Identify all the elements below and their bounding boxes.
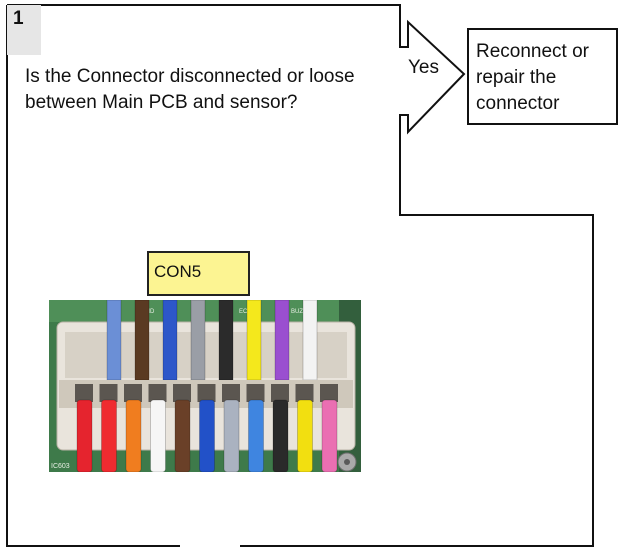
connector-slots [75, 384, 338, 402]
connector-slot [295, 384, 314, 402]
connector-slot [148, 384, 167, 402]
bottom-wire [199, 399, 215, 472]
top-wire [134, 300, 150, 381]
action-text: Reconnect or repair the connector [476, 41, 590, 114]
bottom-wire [223, 399, 240, 472]
connector-slot [75, 384, 93, 402]
bottom-wire [125, 399, 142, 472]
connector-slot [271, 384, 289, 402]
bottom-wire [101, 399, 117, 472]
top-wires [106, 300, 318, 381]
step-number: 1 [13, 8, 24, 29]
connector-label: CON5 [147, 251, 250, 296]
pcb-marking-ic603: IC603 [51, 463, 70, 470]
action-box: Reconnect or repair the connector [467, 28, 618, 125]
connector-slot [173, 384, 191, 402]
bottom-wire [321, 399, 338, 472]
top-wire [246, 300, 262, 381]
top-wire [162, 300, 178, 381]
top-wire [302, 300, 318, 381]
top-wire [218, 300, 234, 381]
step-badge [7, 5, 41, 55]
bottom-wire [76, 399, 93, 472]
yes-arrow [399, 19, 466, 135]
connector-photo: GND N ECT BUZZ IC603 [49, 300, 361, 472]
bottom-wires [76, 399, 338, 472]
connector-slot [124, 384, 142, 402]
connector-slot [197, 384, 216, 402]
connector-slot [222, 384, 240, 402]
pcb-marking-ect: ECT [239, 309, 251, 315]
question-text: Is the Connector disconnected or loose b… [25, 66, 355, 113]
bottom-wire [174, 399, 191, 472]
bottom-wire [150, 399, 166, 472]
top-wire [190, 300, 206, 381]
connector-photo-image: GND N ECT BUZZ IC603 [49, 300, 361, 472]
bottom-wire [297, 399, 313, 472]
yes-label: Yes [408, 57, 439, 78]
connector-label-text: CON5 [154, 262, 202, 281]
connector-slot [246, 384, 265, 402]
bottom-wire [248, 399, 264, 472]
top-wire [106, 300, 122, 381]
pcb-marking-buzz: BUZZ [291, 309, 307, 315]
top-wire [274, 300, 290, 381]
connector-slot [99, 384, 118, 402]
bottom-wire [272, 399, 289, 472]
connector-slot [320, 384, 338, 402]
